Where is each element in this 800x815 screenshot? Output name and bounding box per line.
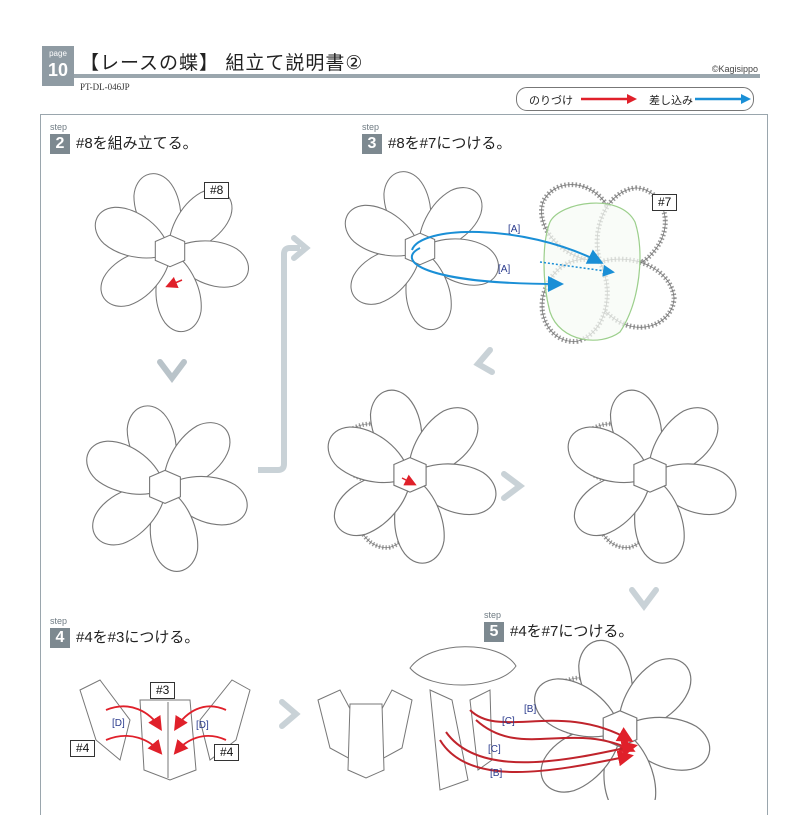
step-2-number: 2 [50, 134, 70, 154]
page-title: 【レースの蝶】 組立て説明書② [80, 53, 364, 74]
part-label-4-left: #4 [70, 740, 96, 757]
step4-result [317, 689, 413, 779]
connector-step2-to-step3 [258, 245, 300, 473]
step-3-word: step [362, 122, 380, 132]
step-3-number: 3 [362, 134, 382, 154]
step-3-text: #8を#7につける。 [388, 135, 512, 152]
step-4-text: #4を#3につける。 [76, 629, 200, 646]
legend-insert-arrow [695, 94, 751, 104]
tag-c-1: [C] [502, 716, 515, 727]
step3-down-arrow [629, 587, 659, 611]
tag-b-1: [B] [524, 704, 537, 715]
step-4-word: step [50, 616, 68, 626]
legend-insert-label: 差し込み [649, 95, 693, 107]
header-rule [74, 74, 760, 78]
legend-glue-label: のりづけ [529, 95, 573, 107]
step4-right-arrow [279, 699, 301, 729]
step-5-word: step [484, 610, 502, 620]
step3-right-arrow [501, 471, 525, 501]
product-code: PT-DL-046JP [80, 82, 130, 92]
step-5-number: 5 [484, 622, 504, 642]
step-2-word: step [50, 122, 68, 132]
step3-flower-8 [338, 166, 502, 335]
step-4-number: 4 [50, 628, 70, 648]
page-badge: page 10 [42, 46, 74, 86]
part-label-4-right: #4 [214, 744, 240, 761]
step5-flower [527, 634, 714, 800]
legend-box: のりづけ 差し込み [516, 87, 754, 111]
step3-combined-left [321, 384, 501, 569]
tag-a-1: [A] [508, 224, 521, 235]
step2-down-arrow [157, 359, 187, 383]
step3-diag-arrow [473, 347, 495, 375]
part-label-3: #3 [150, 682, 176, 699]
tag-a-2: [A] [498, 264, 511, 275]
step2-flower-bottom [79, 400, 251, 577]
tag-c-2: [C] [488, 744, 501, 755]
step3-lace-7 [527, 170, 685, 351]
page-word: page [49, 49, 67, 58]
tag-b-2: [B] [490, 768, 503, 779]
step-5-text: #4を#7につける。 [510, 623, 634, 640]
step5-wings [409, 646, 517, 791]
page-number: 10 [47, 60, 69, 80]
part-label-7: #7 [652, 194, 678, 211]
tag-d-1: [D] [112, 718, 125, 729]
step4-parts [79, 679, 251, 781]
instructions-frame [40, 114, 768, 815]
step3-combined-right [561, 384, 741, 569]
legend-glue-arrow [581, 94, 637, 104]
part-label-8: #8 [204, 182, 230, 199]
copyright: ©Kagisippo [711, 64, 758, 74]
step-2-text: #8を組み立てる。 [76, 135, 198, 152]
tag-d-2: [D] [196, 720, 209, 731]
step2-glue-arrow [165, 276, 183, 288]
